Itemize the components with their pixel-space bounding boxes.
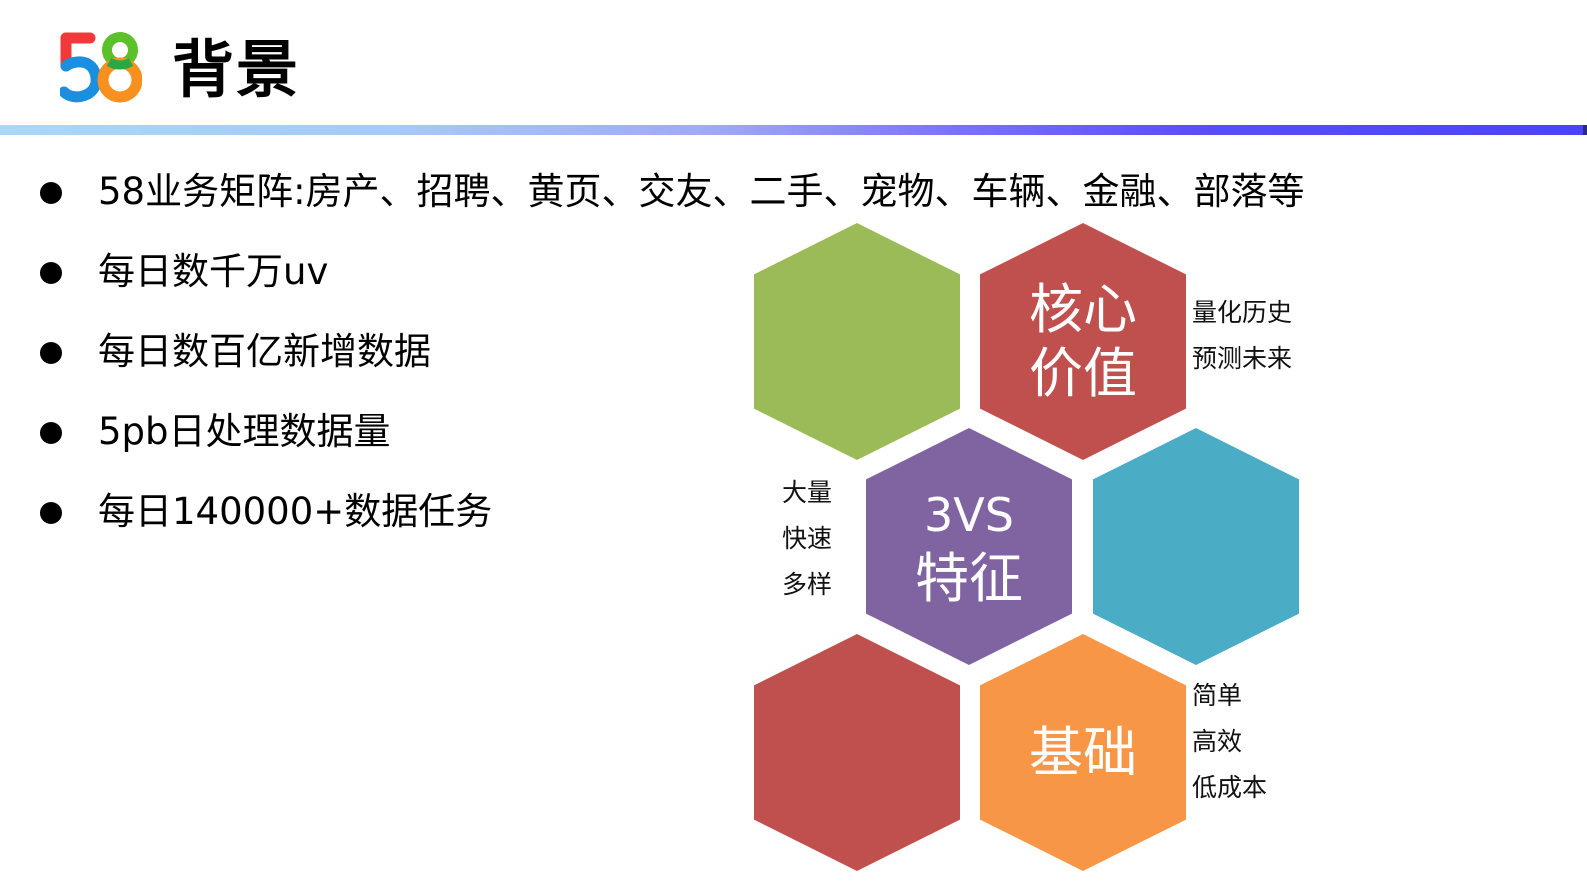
- hexagon-label: 基础: [1029, 720, 1137, 784]
- bullet-list: 58业务矩阵:房产、招聘、黄页、交友、二手、宠物、车辆、金融、部落等 每日数千万…: [40, 168, 1305, 568]
- bullet-dot-icon: [40, 502, 62, 524]
- bullet-dot-icon: [40, 182, 62, 204]
- hexagon-green: [754, 223, 960, 460]
- page-title: 背景: [172, 33, 301, 106]
- hexagon-label: 3VS 特征: [915, 487, 1023, 610]
- 58-logo: [60, 32, 142, 103]
- bullet-item: 每日数千万uv: [40, 248, 1305, 328]
- bullet-dot-icon: [40, 342, 62, 364]
- bullet-item: 5pb日处理数据量: [40, 408, 1305, 488]
- hexagon-foundation: 基础: [980, 634, 1186, 871]
- hexagon-label: 核心 价值: [1029, 277, 1137, 405]
- bullet-dot-icon: [40, 262, 62, 284]
- hexagon-blue: [1093, 428, 1299, 665]
- title-divider-bar: [0, 125, 1587, 135]
- features-notes: 大量 快速 多样: [782, 478, 833, 599]
- bullet-item: 每日数百亿新增数据: [40, 328, 1305, 408]
- bullet-item: 58业务矩阵:房产、招聘、黄页、交友、二手、宠物、车辆、金融、部落等: [40, 168, 1305, 248]
- foundation-notes: 简单 高效 低成本: [1192, 681, 1268, 802]
- bullet-item: 每日140000+数据任务: [40, 488, 1305, 568]
- bullet-dot-icon: [40, 422, 62, 444]
- hexagon-3vs: 3VS 特征: [866, 428, 1072, 665]
- hexagon-red-bottom: [754, 634, 960, 871]
- hexagon-core-value: 核心 价值: [980, 223, 1186, 460]
- core-value-notes: 量化历史 预测未来: [1192, 298, 1293, 373]
